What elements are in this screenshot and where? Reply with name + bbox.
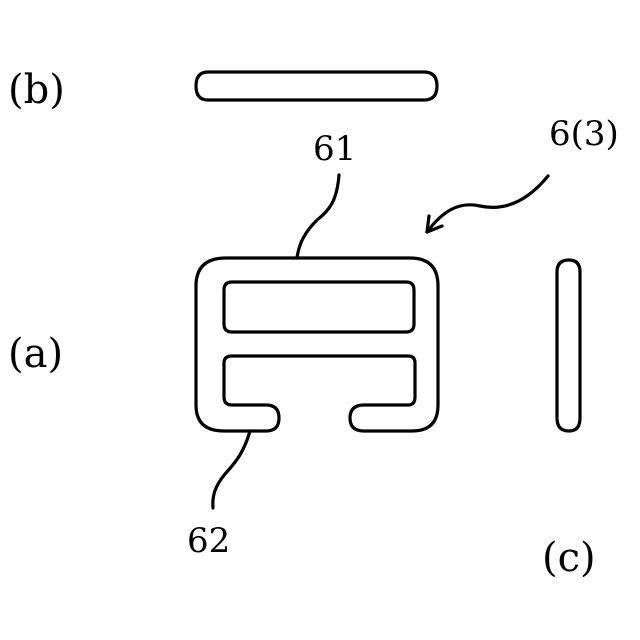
- view-label-a: (a): [8, 334, 63, 374]
- leader-line-62: [213, 431, 250, 508]
- top-view-bar: [196, 72, 437, 100]
- view-label-c: (c): [542, 538, 596, 578]
- reference-label-61: 61: [313, 132, 356, 166]
- reference-label-62: 62: [187, 524, 230, 558]
- side-view-bar: [557, 260, 580, 431]
- leader-line-61: [297, 175, 339, 258]
- pointer-arrow-6-3-shaft: [427, 176, 548, 232]
- buckle-outer-contour: [196, 258, 438, 431]
- buckle-upper-slot: [224, 282, 414, 332]
- reference-label-6-3: 6(3): [549, 117, 619, 151]
- view-label-b: (b): [8, 70, 65, 110]
